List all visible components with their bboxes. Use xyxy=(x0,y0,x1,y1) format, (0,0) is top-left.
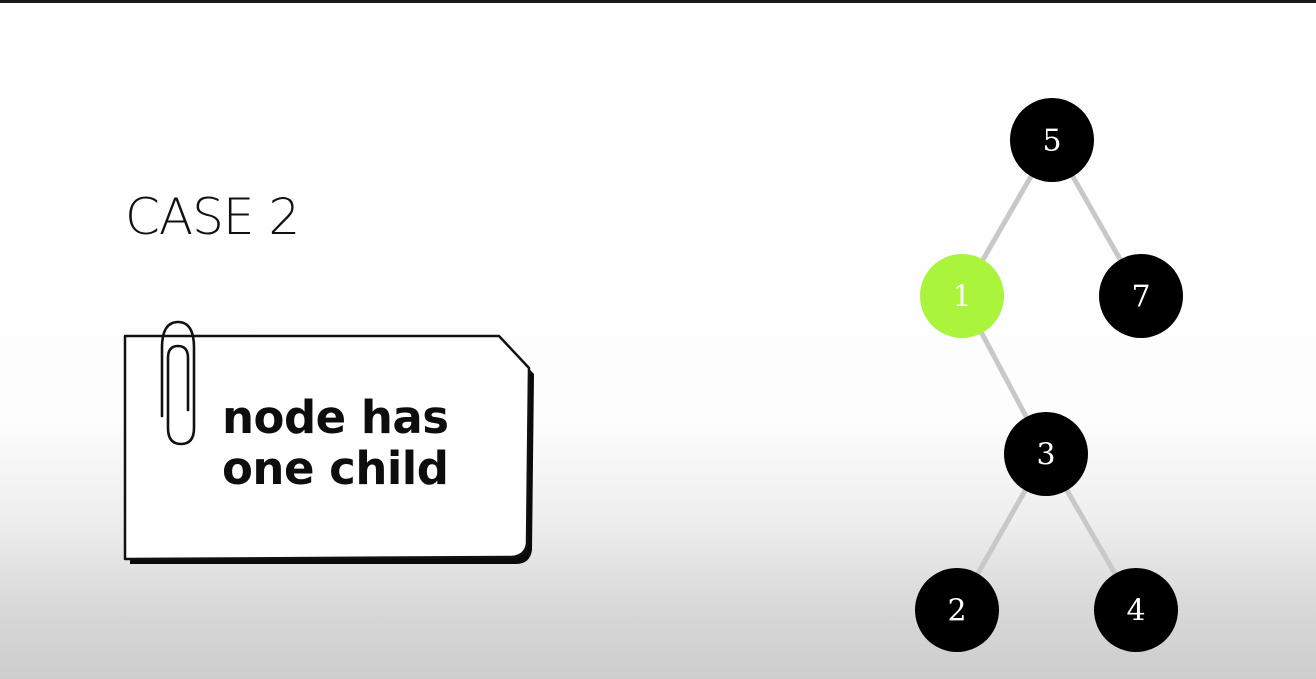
node-circle xyxy=(1099,254,1183,338)
tree-node-2: 2 xyxy=(915,568,999,652)
tree-node-1: 1 xyxy=(920,254,1004,338)
note-card-body xyxy=(123,334,531,561)
top-border xyxy=(0,0,1316,3)
case-title: CASE 2 xyxy=(125,188,300,246)
node-circle xyxy=(1004,412,1088,496)
node-label: 5 xyxy=(1042,124,1061,159)
tree-node-7: 7 xyxy=(1099,254,1183,338)
note-line-1: node has xyxy=(222,391,449,444)
node-label: 4 xyxy=(1126,594,1145,629)
node-circle xyxy=(1010,98,1094,182)
tree-node-5: 5 xyxy=(1010,98,1094,182)
highlighted-node-circle xyxy=(920,254,1004,338)
node-circle xyxy=(915,568,999,652)
node-label: 1 xyxy=(952,280,971,315)
node-label: 2 xyxy=(947,594,966,629)
note-line-2: one child xyxy=(222,442,449,495)
node-label: 7 xyxy=(1131,280,1150,315)
node-circle xyxy=(1094,568,1178,652)
tree-node-4: 4 xyxy=(1094,568,1178,652)
paperclip-icon xyxy=(160,320,196,446)
note-text: node has one child xyxy=(222,392,512,494)
node-label: 3 xyxy=(1036,438,1055,473)
note-card xyxy=(123,320,534,564)
tree-node-3: 3 xyxy=(1004,412,1088,496)
